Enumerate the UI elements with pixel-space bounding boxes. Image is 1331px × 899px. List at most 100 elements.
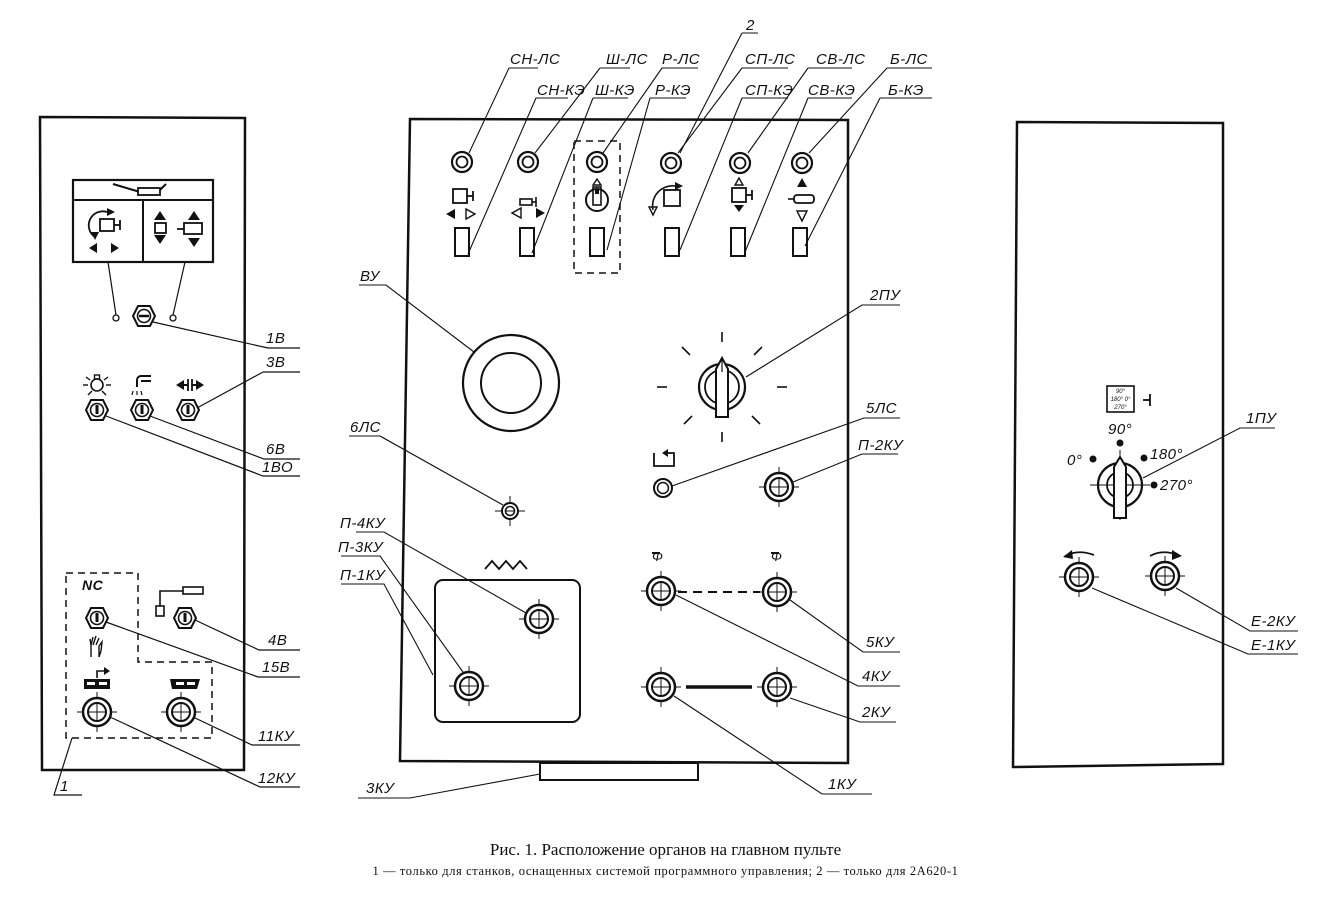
diagram-canvas: 1В 3В 6В 1ВО NC 4В 15В 11КУ 12КУ 1 <box>38 17 1298 799</box>
key-sn-ke[interactable] <box>454 227 470 257</box>
dial-label-270: 270° <box>1159 477 1193 494</box>
boring-bar-icon <box>788 178 815 223</box>
label-group-2: 2 <box>745 17 755 34</box>
indicator-sv-ls <box>728 151 752 175</box>
clamp-icon <box>176 379 204 391</box>
dial-dot-180 <box>1140 454 1148 462</box>
button-p-4ku[interactable] <box>517 597 561 641</box>
dial-dot-270 <box>1150 481 1158 489</box>
switch-6b[interactable] <box>130 399 154 421</box>
lever-plate <box>71 178 215 322</box>
clamp-symbol-right: Φ <box>771 549 782 564</box>
dial-dot-90 <box>1116 439 1124 447</box>
switch-1bo[interactable] <box>85 399 109 421</box>
label-4b: 4В <box>268 632 287 649</box>
slide-feed-icon <box>510 197 545 220</box>
label-1pu: 1ПУ <box>1246 410 1277 427</box>
label-r-ls: Р-ЛС <box>662 51 700 68</box>
label-sn-ls: СН-ЛС <box>510 51 560 68</box>
label-1b: 1В <box>266 330 285 347</box>
indicator-sp-ls <box>659 151 683 175</box>
plate-text-90: 90° <box>1116 389 1126 395</box>
label-p-3ku: П-3КУ <box>338 539 384 556</box>
key-sv-ke[interactable] <box>730 227 746 257</box>
label-sh-ls: Ш-ЛС <box>606 51 648 68</box>
switch-4b[interactable] <box>173 607 197 629</box>
key-b-ke[interactable] <box>792 227 808 257</box>
label-group-1: 1 <box>60 778 69 795</box>
tape-forward-icon <box>84 667 110 689</box>
indicator-6ls <box>495 496 525 526</box>
selector-1pu[interactable] <box>1090 450 1150 520</box>
label-4ku: 4КУ <box>862 668 891 685</box>
rotate-table-icon <box>87 208 121 240</box>
selector-2pu[interactable] <box>657 332 787 442</box>
group-2-outline <box>573 140 621 274</box>
key-sp-ke[interactable] <box>664 227 680 257</box>
plate-text-270: 270° <box>1113 405 1127 411</box>
figure-title: Рис. 1. Расположение органов на главном … <box>489 840 842 859</box>
feed-zigzag-icon <box>484 559 528 571</box>
dial-label-90: 90° <box>1108 421 1132 438</box>
label-sp-ke: СП-КЭ <box>745 82 793 99</box>
rotate-cw-icon <box>1149 550 1182 560</box>
center-panel-frame <box>398 117 850 765</box>
rotate-ccw-icon <box>1063 550 1095 559</box>
indicator-r-ls <box>585 150 609 174</box>
button-e-1ku[interactable] <box>1057 555 1101 599</box>
coolant-icon <box>131 375 151 396</box>
clamp-symbol-left: Φ <box>652 549 663 564</box>
label-p-2ku: П-2КУ <box>858 437 904 454</box>
label-p-4ku: П-4КУ <box>340 515 386 532</box>
rotary-table-icon <box>585 177 609 212</box>
label-1ku: 1КУ <box>828 776 857 793</box>
indicator-5ls <box>653 478 673 498</box>
label-sh-ke: Ш-КЭ <box>595 82 635 99</box>
label-6b: 6В <box>266 441 285 458</box>
label-e-2ku: Е-2КУ <box>1251 613 1296 630</box>
handwheel-vu[interactable] <box>461 333 561 433</box>
top-leader-lines <box>467 32 932 255</box>
label-sv-ls: СВ-ЛС <box>816 51 865 68</box>
lever-icon <box>112 183 167 196</box>
button-1ku[interactable] <box>639 665 683 709</box>
label-2ku: 2КУ <box>861 704 891 721</box>
label-r-ke: Р-КЭ <box>655 82 691 99</box>
label-b-ke: Б-КЭ <box>888 82 924 99</box>
position-plate-icon: 90° 180° 0° 270° <box>1106 385 1151 413</box>
svg-text:Φ: Φ <box>771 549 782 564</box>
indicator-b-ls <box>790 151 814 175</box>
label-sp-ls: СП-ЛС <box>745 51 795 68</box>
spindle-feed-icon <box>446 188 477 221</box>
indicator-sn-ls <box>450 150 474 174</box>
button-p-2ku[interactable] <box>757 465 801 509</box>
tape-icon <box>170 679 200 689</box>
label-3ku: 3КУ <box>366 780 395 797</box>
label-5ku: 5КУ <box>866 634 895 651</box>
key-r-ke[interactable] <box>589 227 605 257</box>
hand-icon <box>89 635 103 658</box>
label-2pu: 2ПУ <box>869 287 901 304</box>
button-2ku[interactable] <box>755 665 799 709</box>
left-panel-frame <box>38 115 247 772</box>
dial-label-0: 0° <box>1067 452 1082 469</box>
label-nc: NC <box>82 577 104 593</box>
button-3ku[interactable] <box>539 762 699 781</box>
switch-3b[interactable] <box>176 399 200 421</box>
button-11ku[interactable] <box>159 690 203 734</box>
switch-15b[interactable] <box>85 607 109 629</box>
button-p-3ku[interactable] <box>447 664 491 708</box>
switch-1b[interactable] <box>131 305 157 327</box>
button-4ku[interactable] <box>639 569 683 613</box>
label-15b: 15В <box>262 659 290 676</box>
button-5ku[interactable] <box>755 570 799 614</box>
probe-icon <box>155 586 204 617</box>
dial-label-180: 180° <box>1150 446 1183 463</box>
label-6ls: 6ЛС <box>350 419 381 436</box>
label-b-ls: Б-ЛС <box>890 51 928 68</box>
move-arrows-icon <box>89 211 203 253</box>
lamp-icon <box>83 374 111 396</box>
button-12ku[interactable] <box>75 690 119 734</box>
label-p-1ku: П-1КУ <box>340 567 386 584</box>
label-12ku: 12КУ <box>258 770 296 787</box>
